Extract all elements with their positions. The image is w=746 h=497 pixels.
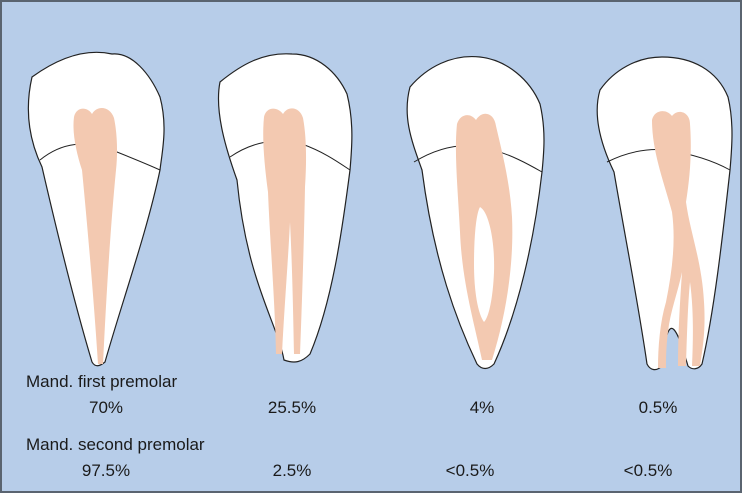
second-premolar-label: Mand. second premolar (26, 435, 205, 455)
tooth-split-rejoining-canal-icon (407, 57, 544, 369)
second-premolar-value-3: <0.5% (446, 461, 495, 481)
tooth-three-canal-icon (597, 57, 732, 370)
first-premolar-value-4: 0.5% (639, 398, 678, 418)
first-premolar-value-1: 70% (89, 398, 123, 418)
first-premolar-value-2: 25.5% (268, 398, 316, 418)
first-premolar-label: Mand. first premolar (26, 372, 177, 392)
second-premolar-value-2: 2.5% (273, 461, 312, 481)
second-premolar-value-4: <0.5% (624, 461, 673, 481)
tooth-bifurcated-canal-icon (218, 54, 351, 362)
tooth-single-canal-icon (28, 52, 164, 365)
second-premolar-value-1: 97.5% (82, 461, 130, 481)
first-premolar-value-3: 4% (470, 398, 495, 418)
